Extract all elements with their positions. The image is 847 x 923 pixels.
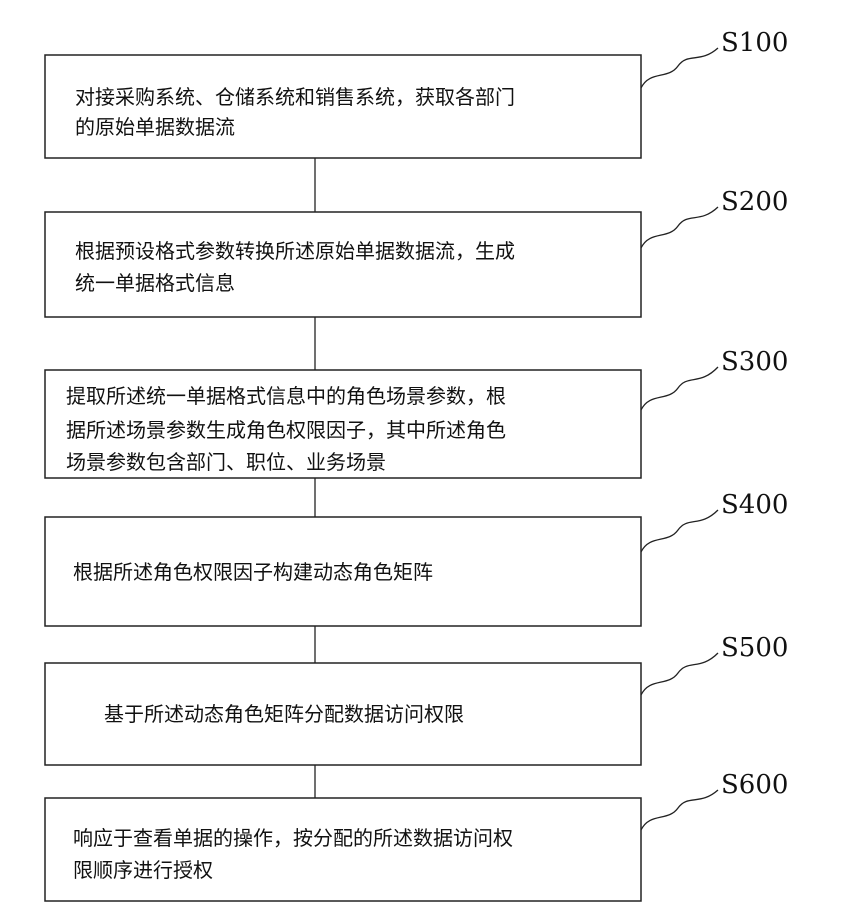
step-text-line: 场景参数包含部门、职位、业务场景 bbox=[66, 450, 386, 474]
step-s600: 响应于查看单据的操作，按分配的所述数据访问权 限顺序进行授权 S600 bbox=[45, 770, 788, 901]
step-label: S500 bbox=[721, 633, 788, 663]
step-text-line: 限顺序进行授权 bbox=[73, 858, 213, 882]
step-text-line: 提取所述统一单据格式信息中的角色场景参数，根 bbox=[66, 384, 506, 408]
step-text-line: 统一单据格式信息 bbox=[75, 271, 235, 295]
step-text-line: 根据预设格式参数转换所述原始单据数据流，生成 bbox=[75, 239, 515, 263]
step-s500: 基于所述动态角色矩阵分配数据访问权限 S500 bbox=[45, 633, 788, 765]
step-label-leader bbox=[641, 207, 718, 248]
step-s100: 对接采购系统、仓储系统和销售系统，获取各部门 的原始单据数据流 S100 bbox=[45, 28, 788, 158]
step-box bbox=[45, 212, 641, 317]
step-text-line: 根据所述角色权限因子构建动态角色矩阵 bbox=[73, 560, 433, 584]
step-label: S400 bbox=[721, 490, 788, 520]
step-s200: 根据预设格式参数转换所述原始单据数据流，生成 统一单据格式信息 S200 bbox=[45, 187, 788, 317]
step-label-leader bbox=[641, 48, 718, 88]
step-label: S200 bbox=[721, 187, 788, 217]
step-text-line: 基于所述动态角色矩阵分配数据访问权限 bbox=[104, 702, 464, 726]
step-text-line: 响应于查看单据的操作，按分配的所述数据访问权 bbox=[73, 826, 513, 850]
step-text-line: 的原始单据数据流 bbox=[75, 115, 235, 139]
step-label: S300 bbox=[721, 347, 788, 377]
step-s400: 根据所述角色权限因子构建动态角色矩阵 S400 bbox=[45, 490, 788, 626]
step-text-line: 据所述场景参数生成角色权限因子，其中所述角色 bbox=[66, 418, 506, 442]
step-label-leader bbox=[641, 367, 718, 410]
step-s300: 提取所述统一单据格式信息中的角色场景参数，根 据所述场景参数生成角色权限因子，其… bbox=[45, 347, 788, 478]
step-label-leader bbox=[641, 653, 718, 695]
step-text-line: 对接采购系统、仓储系统和销售系统，获取各部门 bbox=[75, 85, 515, 109]
step-label-leader bbox=[641, 510, 718, 552]
step-label: S100 bbox=[721, 28, 788, 58]
step-label: S600 bbox=[721, 770, 788, 800]
step-label-leader bbox=[641, 790, 718, 830]
